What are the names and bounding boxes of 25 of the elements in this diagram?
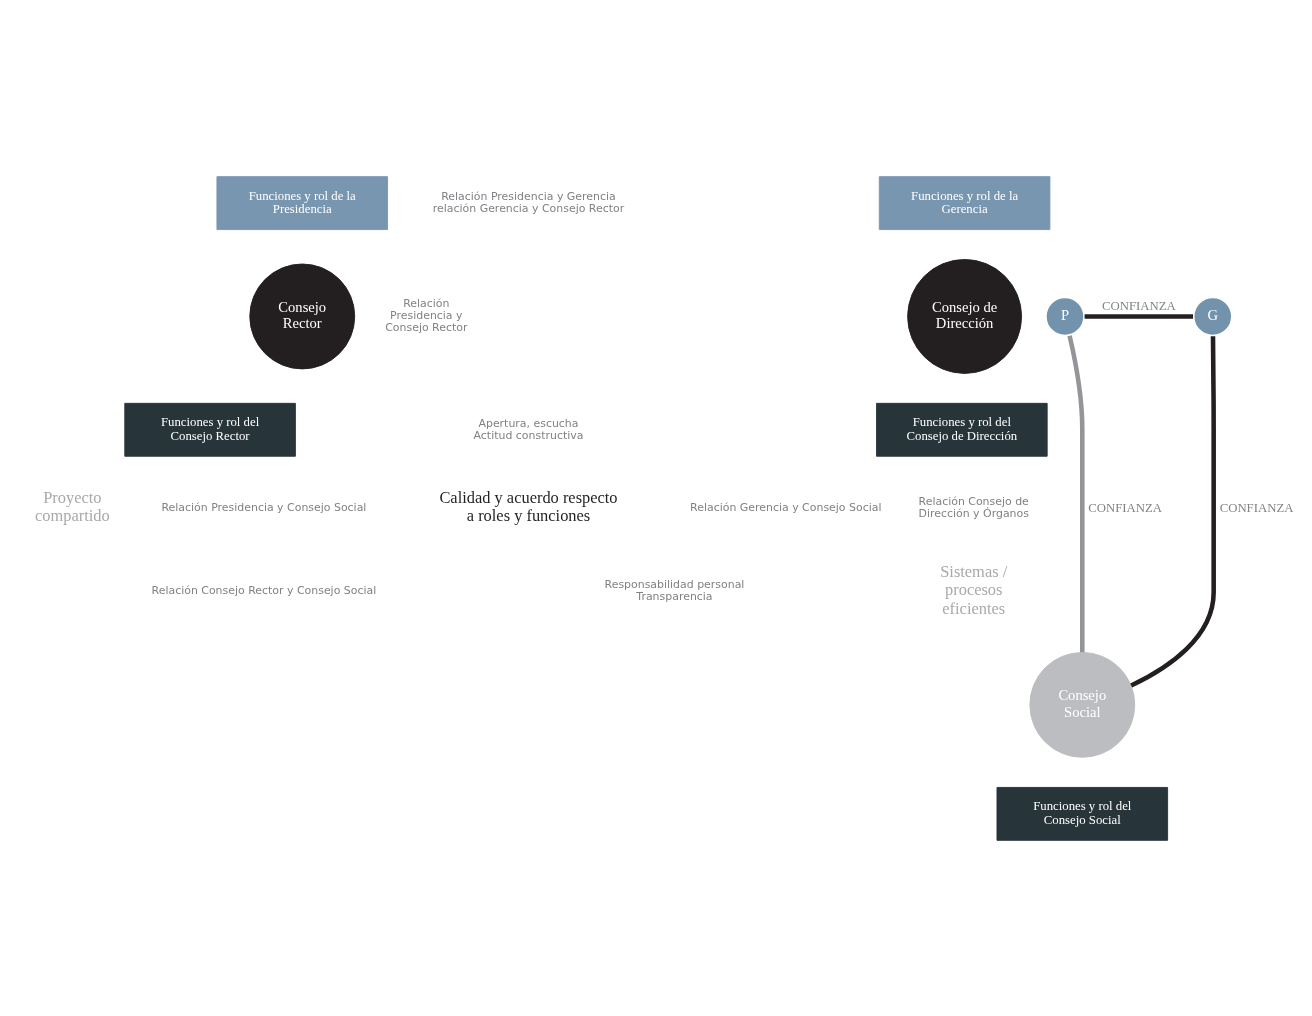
- label: Relación Consejo Rector y Consejo Social: [151, 583, 377, 597]
- edge-label: CONFIANZA: [1101, 298, 1176, 313]
- node-circle: Consejo de Dirección: [907, 258, 1023, 374]
- label: Apertura, escucha Actitud constructiva: [473, 416, 584, 442]
- node-box: Funciones y rol del Consejo Rector: [124, 402, 296, 457]
- label: Relación Presidencia y Consejo Social: [161, 500, 367, 514]
- edge-label: CONFIANZA: [1219, 500, 1294, 515]
- edge-label: CONFIANZA: [1088, 500, 1163, 515]
- label: Relación Presidencia y Gerencia relación Gerencia y Consejo Rector: [432, 189, 625, 215]
- label: Relación Consejo de Dirección y Órganos: [918, 494, 1029, 520]
- label: Calidad y acuerdo respecto a roles y funciones: [439, 487, 618, 525]
- label: Relación Presidencia y Consejo Rector: [385, 296, 468, 334]
- node-circle: Consejo Social: [1029, 651, 1136, 758]
- connector: [1067, 334, 1085, 652]
- node-box: Funciones y rol del Consejo Social: [996, 786, 1169, 841]
- label: Proyecto compartido: [34, 487, 110, 525]
- connector: [1130, 335, 1216, 687]
- label: Relación Gerencia y Consejo Social: [690, 500, 882, 514]
- node-circle: Consejo Rector: [249, 263, 356, 369]
- node-box: Funciones y rol del Consejo de Dirección: [876, 402, 1048, 457]
- node-box: Funciones y rol de la Gerencia: [878, 175, 1051, 230]
- node-box: Funciones y rol de la Presidencia: [216, 175, 388, 230]
- connector: [1084, 313, 1194, 319]
- label: Sistemas / procesos eficientes: [940, 561, 1008, 618]
- label: Responsabilidad personal Transparencia: [604, 577, 745, 603]
